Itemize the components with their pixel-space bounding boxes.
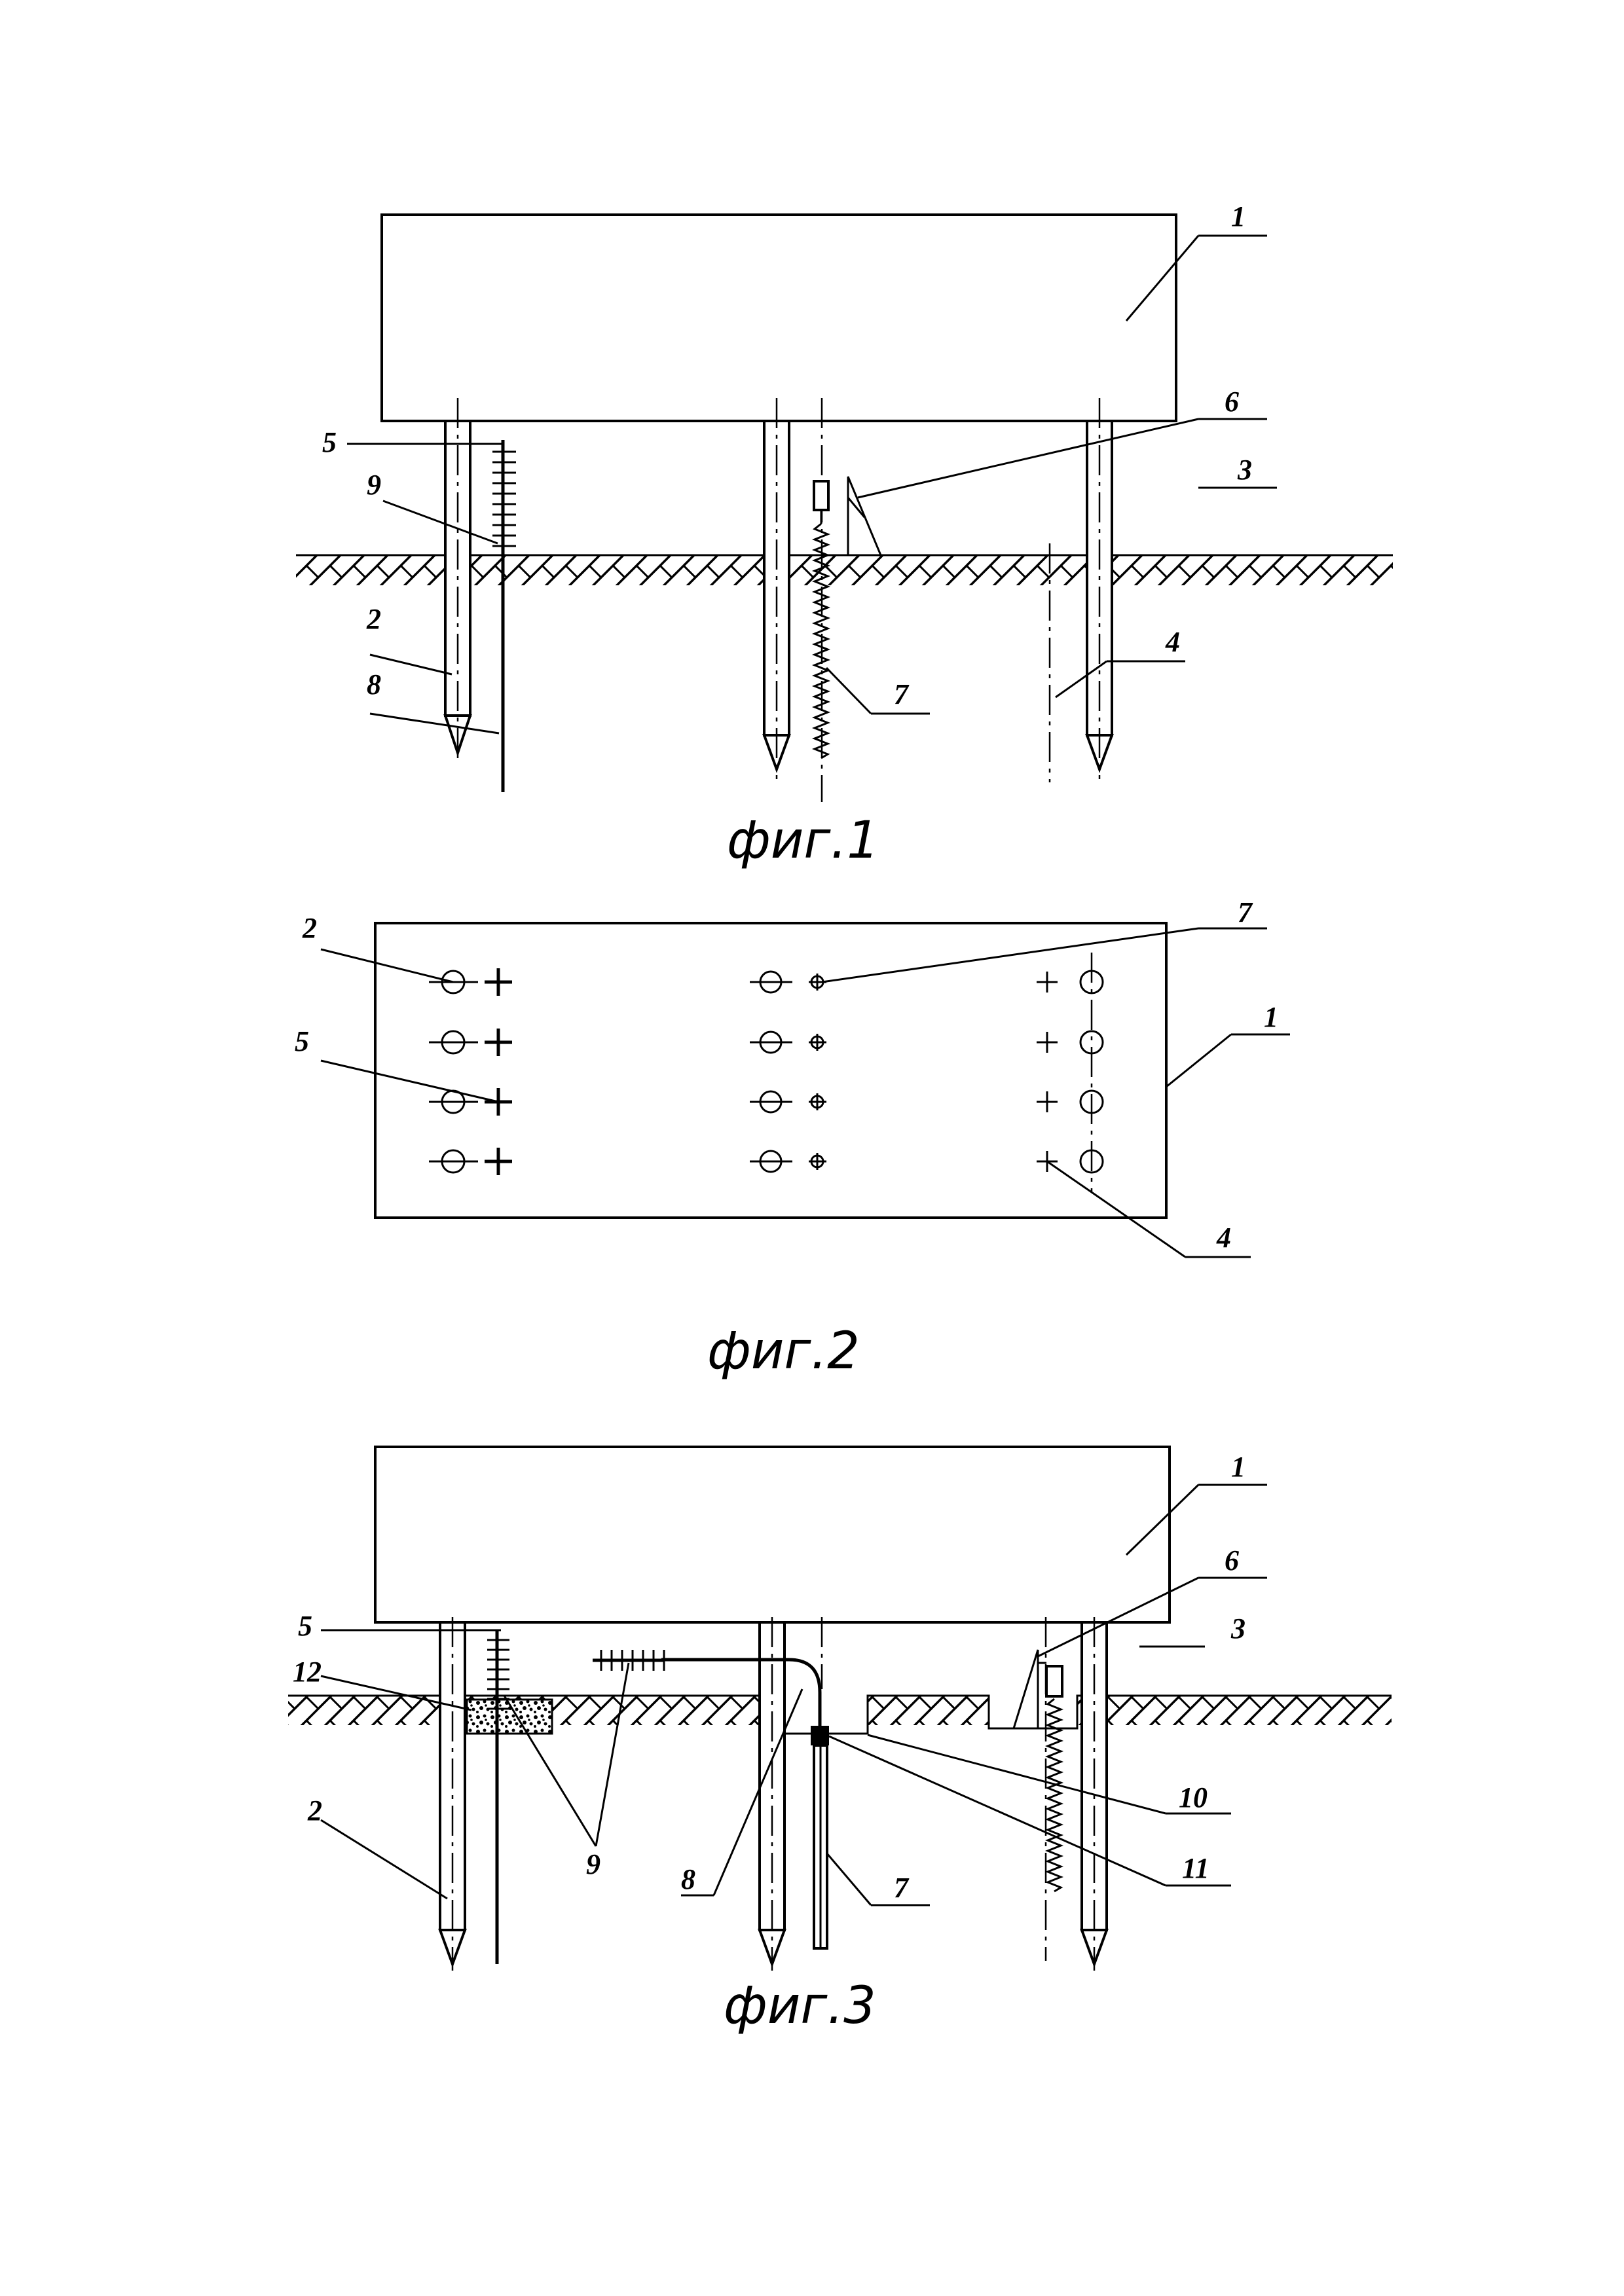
spring-rod-right-3: [1044, 1665, 1064, 1893]
pile-left: [443, 398, 472, 763]
pile-middle: [762, 398, 791, 779]
ground-surface: [296, 554, 1393, 585]
pile-row-middle: [750, 970, 826, 1173]
slab-plan: [374, 922, 1168, 1219]
label-11: 11: [1182, 1852, 1209, 1884]
label-12: 12: [293, 1656, 322, 1688]
caption-fig3: фиг.3: [724, 1977, 876, 2035]
label-2: 2: [302, 912, 317, 944]
label-5: 5: [295, 1025, 309, 1057]
bracket-6: [847, 476, 883, 556]
pile-middle-3: [758, 1617, 786, 1971]
label-7: 7: [894, 678, 910, 710]
caption-fig1: фиг.1: [727, 811, 879, 870]
leader-lines-3: [320, 1484, 1267, 1906]
label-9: 9: [586, 1848, 600, 1880]
spring-rod-7: [811, 480, 831, 759]
leader-lines: [347, 234, 1277, 735]
label-4: 4: [1165, 626, 1180, 658]
label-5: 5: [322, 426, 337, 458]
figure-2: 2 5 7 1 4 фиг.2: [295, 896, 1290, 1381]
label-8: 8: [367, 668, 381, 701]
slab-3: [374, 1446, 1171, 1624]
label-10: 10: [1179, 1781, 1208, 1813]
ground-electrode-left-3: [487, 1630, 509, 1964]
label-1: 1: [1231, 1451, 1246, 1483]
conductor-8: [593, 1650, 822, 1738]
pile-right-3: [1080, 1617, 1109, 1971]
bracket-6-3: [1012, 1649, 1046, 1730]
pile-left-3: [438, 1617, 467, 1971]
label-2: 2: [366, 603, 381, 635]
pile-right: [1085, 398, 1114, 779]
figure-3: 1 6 3 5 12 2 9 8 7 10 11 фиг.3: [288, 1446, 1392, 2035]
ground-electrode-left: [492, 440, 516, 792]
label-5: 5: [298, 1610, 312, 1642]
figure-1: 1 6 3 5 9 2 8 7 4 фиг.1: [296, 200, 1393, 870]
label-3: 3: [1237, 454, 1252, 486]
label-4: 4: [1216, 1222, 1231, 1254]
label-7: 7: [894, 1872, 910, 1904]
caption-fig2: фиг.2: [707, 1322, 860, 1381]
label-6: 6: [1225, 386, 1239, 418]
label-9: 9: [367, 469, 381, 501]
label-1: 1: [1264, 1001, 1278, 1033]
label-2: 2: [307, 1795, 322, 1827]
slab-1: [380, 213, 1177, 422]
vertical-electrode-7: [811, 1726, 829, 1950]
label-8: 8: [681, 1863, 695, 1895]
leader-lines-2: [320, 927, 1290, 1258]
label-6: 6: [1225, 1544, 1239, 1576]
label-1: 1: [1231, 200, 1246, 232]
label-3: 3: [1230, 1613, 1246, 1645]
label-7: 7: [1238, 896, 1253, 928]
